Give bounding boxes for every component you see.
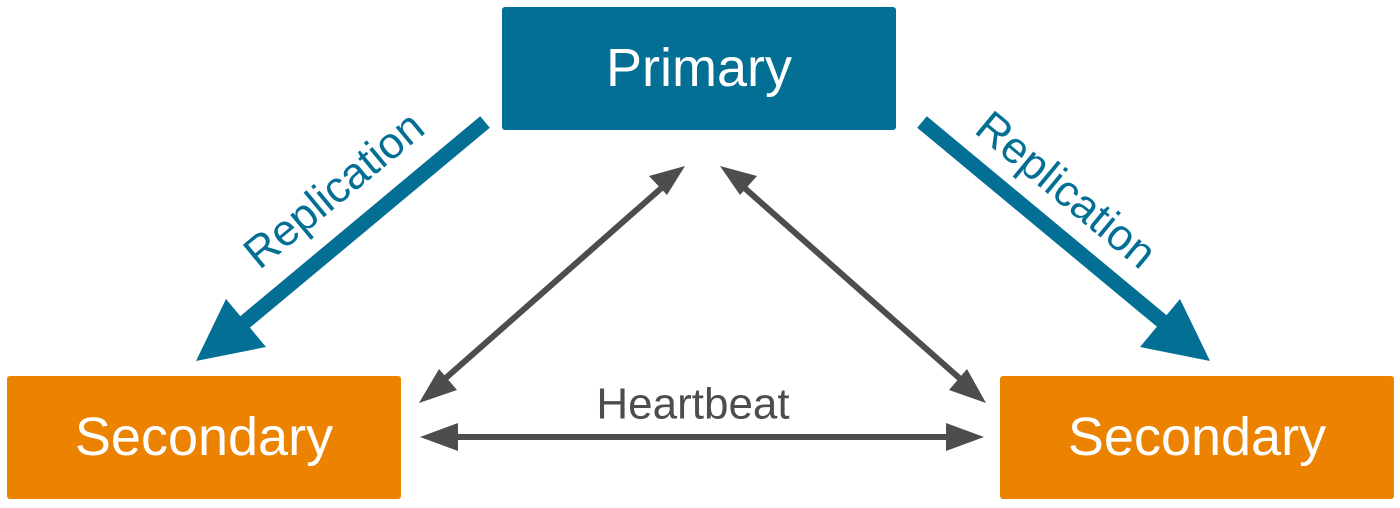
heartbeat-arrow-primary-right-head-top	[720, 166, 757, 195]
heartbeat-arrow-bottom-head-right	[946, 423, 984, 451]
replication-arrow-right-head	[1140, 299, 1210, 361]
secondary-node-left-box	[7, 376, 401, 499]
primary-node: Primary	[502, 7, 896, 130]
heartbeat-arrow-primary-left-head-bottom	[419, 369, 457, 403]
heartbeat-arrow-bottom-head-left	[420, 423, 458, 451]
heartbeat-arrow-primary-left-shaft	[437, 181, 668, 387]
replication-arrow-right-shaft	[917, 116, 1168, 328]
heartbeat-arrow-primary-left-head-top	[649, 166, 685, 195]
replication-arrow-left	[196, 116, 490, 361]
secondary-node-right-label: Secondary	[1068, 407, 1326, 467]
primary-node-label: Primary	[606, 38, 792, 98]
heartbeat-arrow-primary-right-head-bottom	[949, 369, 986, 403]
replication-arrow-left-shaft	[240, 116, 490, 328]
heartbeat-arrow-primary-right	[720, 166, 986, 403]
primary-node-box	[502, 7, 896, 130]
heartbeat-arrow-bottom	[420, 423, 984, 451]
replication-arrow-right	[917, 116, 1210, 361]
secondary-node-right-box	[1000, 376, 1394, 499]
secondary-node-left-label: Secondary	[75, 407, 333, 467]
secondary-node-left: Secondary	[7, 376, 401, 499]
replication-arrow-left-head	[196, 299, 266, 361]
heartbeat-arrow-primary-left	[419, 166, 685, 403]
heartbeat-label: Heartbeat	[596, 380, 789, 429]
secondary-node-right: Secondary	[1000, 376, 1394, 499]
heartbeat-arrow-primary-right-shaft	[738, 181, 968, 387]
